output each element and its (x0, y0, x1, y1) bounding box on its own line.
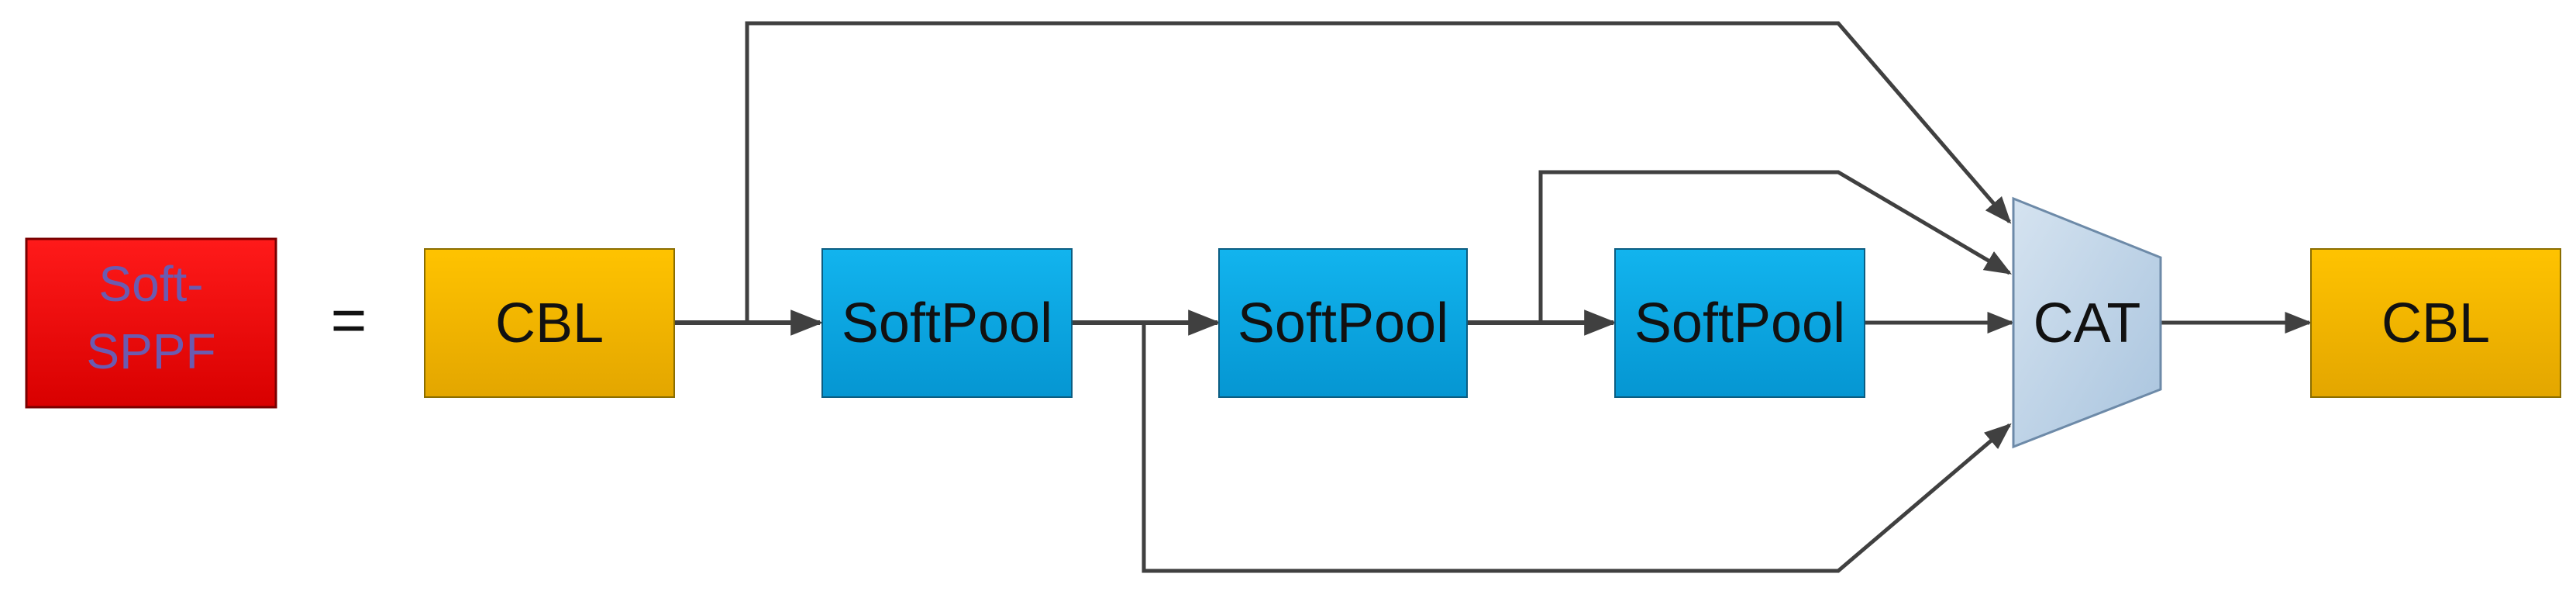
module-label-line2: SPPF (86, 323, 215, 379)
softpool-1-label: SoftPool (842, 292, 1052, 354)
soft-sppf-module: Soft- SPPF (25, 237, 277, 409)
cbl-output-label: CBL (2381, 292, 2490, 354)
edge-softpool1-skip-to-cat (1142, 323, 2012, 573)
softpool-block-1: SoftPool (821, 248, 1073, 398)
cbl-output-block: CBL (2310, 248, 2561, 398)
cbl-input-block: CBL (424, 248, 675, 398)
softpool-block-3: SoftPool (1614, 248, 1865, 398)
edge-cbl-skip-to-cat (745, 21, 2012, 323)
softpool-3-label: SoftPool (1634, 292, 1845, 354)
module-label-line1: Soft- (98, 256, 203, 312)
equals-sign: = (331, 285, 367, 354)
softpool-block-2: SoftPool (1218, 248, 1468, 398)
connections (674, 21, 2313, 573)
softpool-2-label: SoftPool (1238, 292, 1448, 354)
cat-label: CAT (2034, 292, 2141, 354)
edge-softpool2-skip-to-cat (1538, 170, 2013, 323)
cat-block: CAT (2012, 196, 2162, 449)
cbl-input-label: CBL (495, 292, 604, 354)
